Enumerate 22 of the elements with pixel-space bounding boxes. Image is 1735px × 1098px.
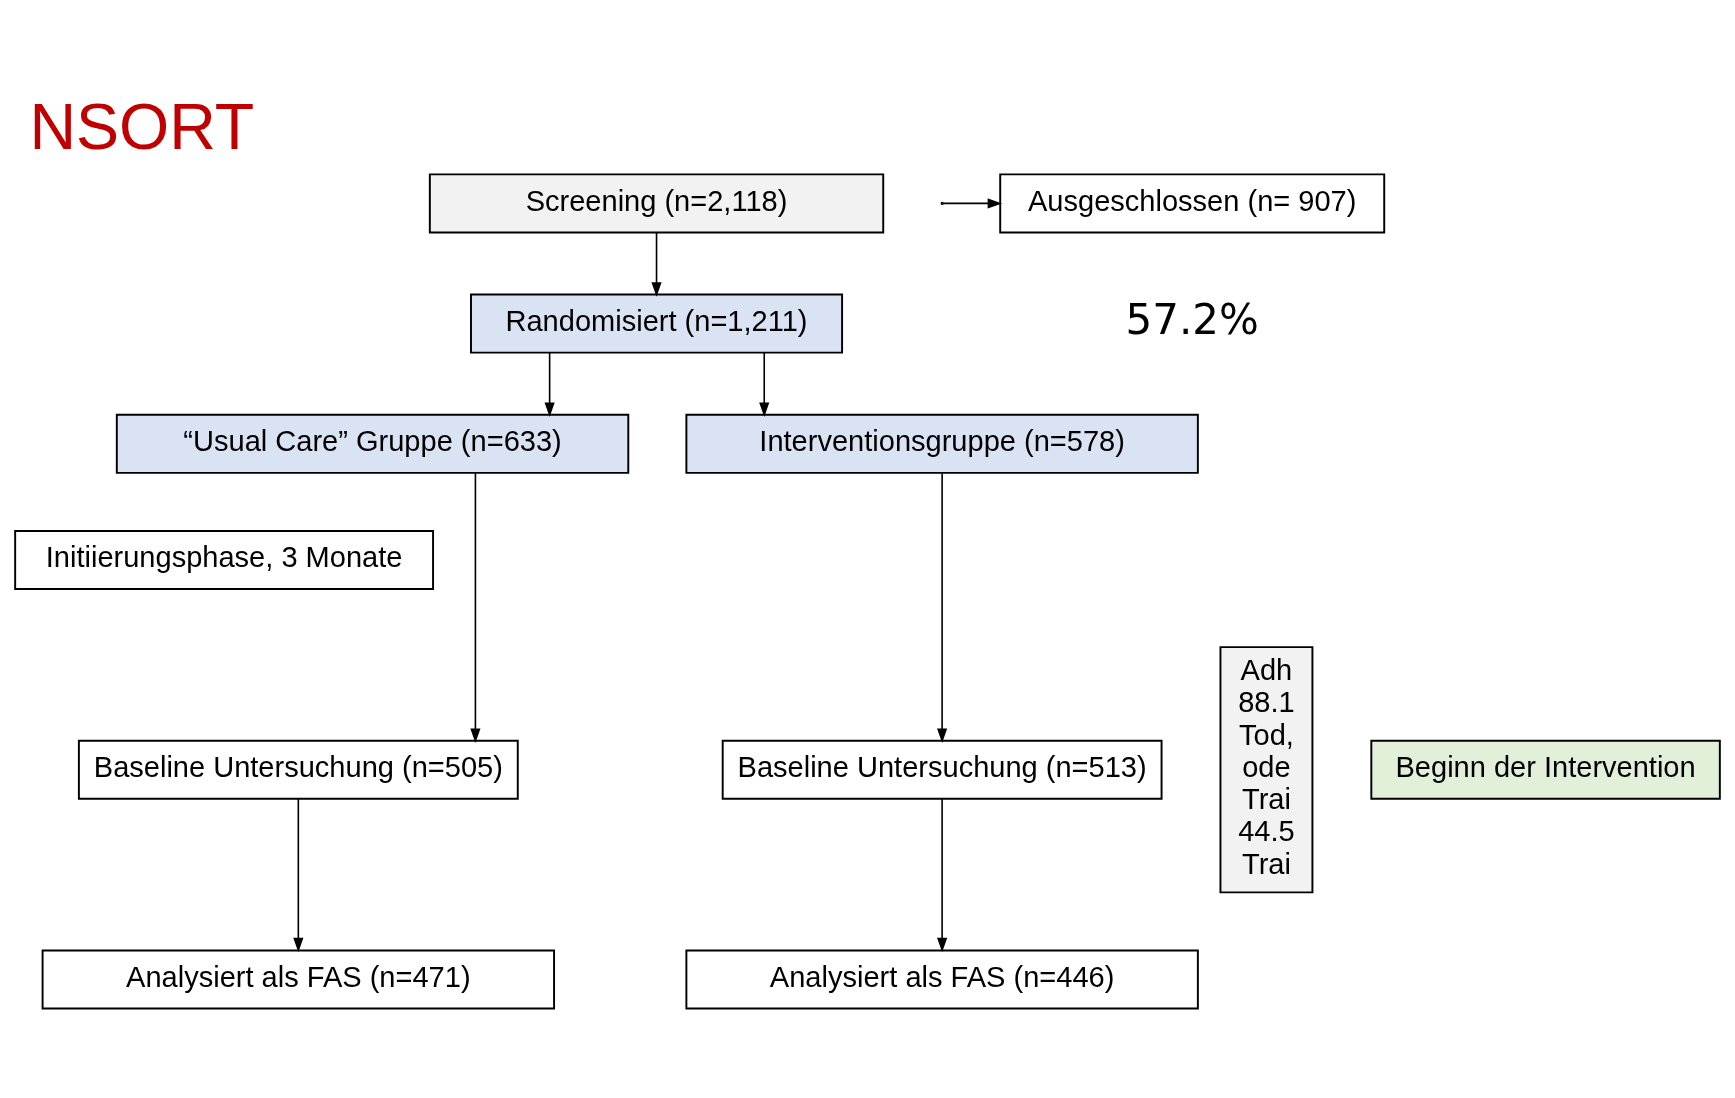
arrow [293, 797, 304, 952]
arrow [937, 472, 948, 743]
node-box: Initiierungsphase, 3 Monate [14, 529, 435, 590]
node-box: Beginn der Intervention [1370, 739, 1721, 800]
node-box: Analysiert als FAS (n=446) [685, 949, 1199, 1009]
node-box: Ausgeschlossen (n= 907) [999, 172, 1386, 233]
node-box: Analysiert als FAS (n=471) [41, 949, 556, 1009]
node-box: “Usual Care” Gruppe (n=633) [115, 413, 630, 474]
node-box: Interventionsgruppe (n=578) [685, 413, 1199, 474]
node-box: Baseline Untersuchung (n=505) [77, 739, 519, 800]
arrow [544, 351, 555, 417]
arrow [651, 231, 662, 297]
arrow [470, 472, 481, 743]
diagram-title: NSORT [29, 90, 255, 163]
label: 57.2% [1125, 294, 1259, 344]
arrow [942, 197, 1003, 208]
node-box: Randomisiert (n=1,211) [470, 293, 844, 354]
arrow [937, 797, 948, 952]
arrow [759, 351, 770, 417]
node-box: Baseline Untersuchung (n=513) [721, 739, 1163, 800]
node-box: Adh 88.1 Tod, ode Trai 44.5 Trai [1219, 645, 1314, 893]
node-box: Screening (n=2,118) [428, 172, 885, 233]
